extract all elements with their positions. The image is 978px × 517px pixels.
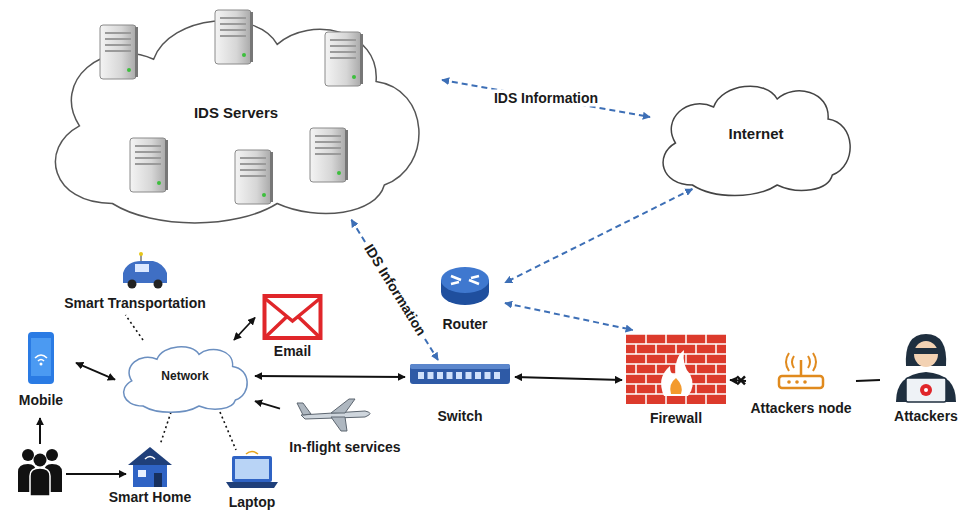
connector-line — [160, 412, 171, 445]
connector-line — [234, 318, 255, 341]
device-node: Mobile — [6, 330, 76, 412]
attacker-router-node: Attackers node — [746, 350, 856, 422]
people-arrow — [66, 473, 126, 475]
attacker-icon — [880, 330, 972, 406]
connector-line — [351, 220, 438, 360]
network-cloud: Network — [115, 340, 255, 412]
connector-line — [76, 363, 115, 380]
attacker-router-icon — [746, 350, 856, 398]
connector-line — [505, 189, 692, 283]
node-label: Router — [442, 316, 487, 333]
device-node: Smart Home — [100, 445, 200, 513]
router-node: Router — [425, 258, 505, 340]
connector-line — [220, 412, 236, 450]
network-link — [255, 376, 405, 377]
device-node: In-flight services — [280, 395, 410, 463]
ids-link — [505, 189, 692, 283]
car-icon — [40, 253, 230, 293]
connector-line — [442, 80, 650, 117]
node-label: Email — [274, 343, 311, 360]
wireless-link — [126, 315, 144, 340]
firewall-icon — [622, 330, 730, 410]
people-icon — [18, 449, 62, 496]
node-label: IDS Servers — [194, 104, 278, 121]
ids-link — [351, 220, 438, 360]
switch-node: Switch — [405, 360, 515, 428]
node-label: Mobile — [19, 392, 63, 409]
server-cloud: IDS Servers — [30, 0, 442, 222]
network-link — [76, 363, 115, 380]
node-label: Smart Home — [109, 489, 191, 506]
ids-link — [505, 303, 633, 330]
connector-line — [856, 380, 880, 381]
node-label: Smart Transportation — [64, 295, 206, 312]
device-node: Email — [255, 293, 330, 363]
connector-line — [126, 315, 144, 340]
node-label: Laptop — [229, 494, 276, 511]
network-link — [234, 318, 255, 341]
email-icon — [255, 293, 330, 341]
node-label: Switch — [437, 408, 482, 425]
edge-label: IDS Information — [491, 90, 601, 107]
network-link — [255, 401, 280, 408]
network-link — [730, 376, 746, 384]
laptop-icon — [212, 450, 292, 494]
network-link — [856, 380, 880, 381]
device-node: Smart Transportation — [40, 253, 230, 315]
node-label: Network — [161, 368, 208, 385]
wireless-link — [220, 412, 236, 450]
edge-label: IDS Information — [358, 239, 430, 342]
smart-home-icon — [100, 445, 200, 489]
firewall-node: Firewall — [622, 330, 730, 430]
attacker-node: Attackers — [880, 330, 972, 430]
network-link — [515, 377, 622, 380]
node-label: Internet — [728, 125, 783, 142]
connector-line — [255, 376, 405, 377]
people-arrow — [39, 418, 41, 444]
plane-icon — [280, 395, 410, 435]
switch-icon — [405, 360, 515, 390]
internet-cloud: Internet — [650, 75, 862, 195]
connector-line — [730, 380, 746, 381]
connector-line — [505, 303, 633, 330]
connector-line — [515, 377, 622, 380]
device-node: Laptop — [212, 450, 292, 516]
blocked-mark — [737, 376, 745, 384]
node-label: In-flight services — [289, 439, 400, 456]
mobile-icon — [6, 330, 76, 390]
node-label: Attackers node — [750, 400, 851, 417]
node-label: Attackers — [894, 408, 958, 425]
wireless-link — [160, 412, 171, 445]
connector-line — [255, 401, 280, 408]
ids-link — [442, 80, 650, 117]
node-label: Firewall — [650, 410, 702, 427]
router-icon — [425, 258, 505, 314]
